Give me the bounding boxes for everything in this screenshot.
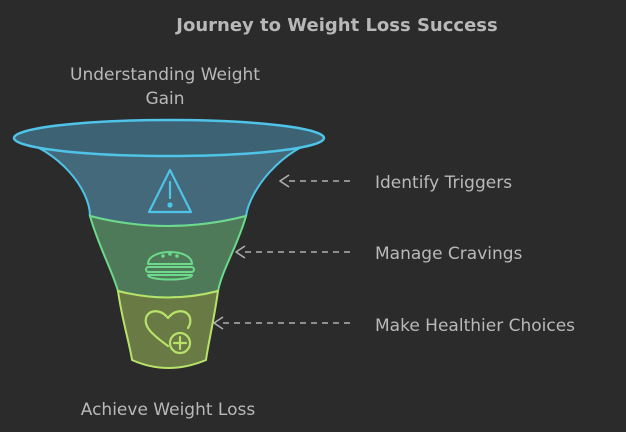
diagram-title: Journey to Weight Loss Success	[174, 15, 497, 36]
stage-3-body	[116, 289, 220, 369]
warning-triangle-icon	[147, 168, 193, 214]
funnel-stage-3	[116, 289, 220, 369]
stage-1-label: Identify Triggers	[375, 173, 512, 193]
connector-3	[213, 316, 350, 330]
heart-plus-icon	[144, 310, 192, 355]
funnel-rim	[12, 118, 326, 158]
burger-icon	[145, 251, 195, 281]
connector-2	[235, 245, 350, 259]
funnel-stage-2	[88, 214, 248, 299]
top-label-line2: Gain	[145, 89, 184, 109]
stage-2-body	[88, 214, 248, 299]
stage-2-label: Manage Cravings	[375, 244, 523, 264]
stage-3-label: Make Healthier Choices	[375, 316, 575, 336]
top-label-line1: Understanding Weight	[70, 65, 260, 85]
bottom-label: Achieve Weight Loss	[81, 400, 256, 420]
connector-1	[279, 174, 350, 188]
